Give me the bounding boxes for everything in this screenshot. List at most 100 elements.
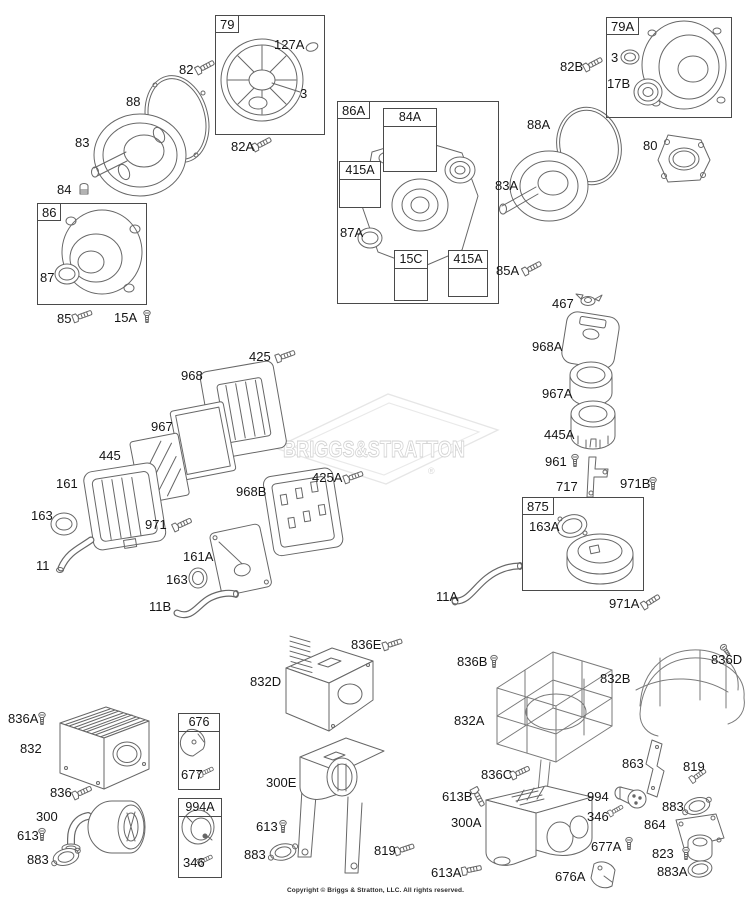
group-box-79A: 79A <box>606 17 732 118</box>
part-label-717: 717 <box>556 479 578 494</box>
part-label-80: 80 <box>643 138 658 153</box>
drawing-deflector-677 <box>179 728 206 757</box>
part-label-883A: 883A <box>657 864 688 879</box>
drawing-gasket-883-2 <box>267 843 299 861</box>
part-label-346: 346 <box>183 855 205 870</box>
drawing-gasket-883-3 <box>682 796 712 816</box>
group-box-84A: 84A <box>383 108 437 172</box>
part-label-3: 3 <box>300 86 308 101</box>
copyright-notice: Copyright © Briggs & Stratton, LLC. All … <box>287 887 464 894</box>
drawing-screw-836B <box>490 654 498 668</box>
part-label-445: 445 <box>99 448 121 463</box>
drawing-cartridge-445A <box>570 400 616 450</box>
part-label-832: 832 <box>20 741 42 756</box>
drawing-bracket-864 <box>675 813 725 862</box>
drawing-fan-cover-79 <box>220 38 319 122</box>
drawing-wingnut-467 <box>575 293 603 306</box>
part-label-3b: 3 <box>611 50 619 65</box>
drawing-screw-836 <box>71 783 94 801</box>
drawing-bolt-613B <box>469 785 487 808</box>
drawing-deflector-994A <box>181 809 215 845</box>
part-label-883b: 883 <box>244 847 266 862</box>
drawing-screw-613 <box>38 827 46 841</box>
drawing-seal-87A <box>357 227 383 249</box>
drawing-precleaner-967A <box>569 361 613 407</box>
group-box-875: 875 <box>522 497 644 591</box>
part-label-425: 425 <box>249 349 271 364</box>
part-label-88A: 88A <box>527 117 551 132</box>
drawing-gasket-883 <box>51 847 81 867</box>
drawing-screw-82A <box>250 135 273 153</box>
part-label-85A: 85A <box>496 263 520 278</box>
part-label-163: 163 <box>31 508 53 523</box>
drawing-flange-80 <box>657 134 711 183</box>
drawing-screw-677A <box>625 836 633 850</box>
drawing-screw-971A <box>639 592 662 611</box>
part-label-82B: 82B <box>560 59 584 74</box>
group-box-676-tag: 676 <box>179 714 219 732</box>
drawing-hose-11 <box>56 536 95 573</box>
part-label-613b: 613 <box>256 819 278 834</box>
part-label-971: 971 <box>145 517 167 532</box>
part-label-82: 82 <box>179 62 194 77</box>
part-label-836E: 836E <box>351 637 382 652</box>
group-box-79: 79 <box>215 15 325 135</box>
drawing-screw-613-2 <box>279 819 287 833</box>
part-label-127A: 127A <box>274 37 305 52</box>
watermark-diamond-inner <box>292 402 481 476</box>
drawing-muffler-300A <box>485 785 593 866</box>
drawing-bracket-863 <box>645 739 665 798</box>
drawing-hose-11B <box>173 589 239 619</box>
part-label-836D: 836D <box>711 652 743 667</box>
part-label-836A: 836A <box>8 711 39 726</box>
drawing-screw-836A <box>38 711 46 725</box>
part-label-863: 863 <box>622 756 644 771</box>
drawing-muffler-300 <box>61 800 146 854</box>
part-label-832A: 832A <box>454 713 485 728</box>
group-box-875-tag: 875 <box>522 497 554 515</box>
drawing-screw-85A <box>520 259 543 277</box>
drawing-screw-82 <box>193 58 216 76</box>
group-box-15C: 15C <box>394 250 428 301</box>
drawing-screw-15A <box>143 309 151 323</box>
part-label-85: 85 <box>57 311 72 326</box>
part-label-161A: 161A <box>183 549 214 564</box>
watermark-diamond-outer <box>273 393 500 485</box>
part-label-823: 823 <box>652 846 674 861</box>
part-label-83A: 83A <box>495 178 519 193</box>
part-label-613A: 613A <box>431 865 462 880</box>
drawing-guard-832 <box>59 706 150 790</box>
drawing-screw-819 <box>393 841 416 857</box>
drawing-screw-85 <box>71 308 94 324</box>
drawing-plug-84 <box>79 183 89 195</box>
part-label-971A: 971A <box>609 596 640 611</box>
part-label-883c: 883 <box>662 799 684 814</box>
part-label-676A: 676A <box>555 869 586 884</box>
drawing-muffler-300E <box>297 737 385 874</box>
part-label-425A: 425A <box>312 470 343 485</box>
part-label-82A: 82A <box>231 139 255 154</box>
group-box-676: 676 <box>178 713 220 790</box>
drawing-filter-frame-967 <box>169 401 237 481</box>
drawing-cover-968B <box>262 467 344 557</box>
drawing-gasket-163A <box>556 514 588 538</box>
part-label-968: 968 <box>181 368 203 383</box>
group-box-415A-2-tag: 415A <box>449 251 487 269</box>
group-box-415A-1: 415A <box>339 161 381 208</box>
drawing-gasket-883A <box>687 860 713 878</box>
part-label-163A: 163A <box>529 519 560 534</box>
drawing-guard-832D <box>285 635 374 732</box>
drawing-screw-425 <box>274 348 297 364</box>
part-label-971B: 971B <box>620 476 651 491</box>
drawing-base-161 <box>83 462 167 551</box>
part-label-11A: 11A <box>436 589 459 604</box>
part-label-11: 11 <box>36 558 50 573</box>
part-label-613B: 613B <box>442 789 473 804</box>
drawing-grommet-163-2 <box>188 567 208 589</box>
drawing-screw-971 <box>171 515 194 533</box>
group-box-86A-tag: 86A <box>337 101 371 119</box>
part-label-961: 961 <box>545 454 567 469</box>
part-label-994: 994 <box>587 789 609 804</box>
